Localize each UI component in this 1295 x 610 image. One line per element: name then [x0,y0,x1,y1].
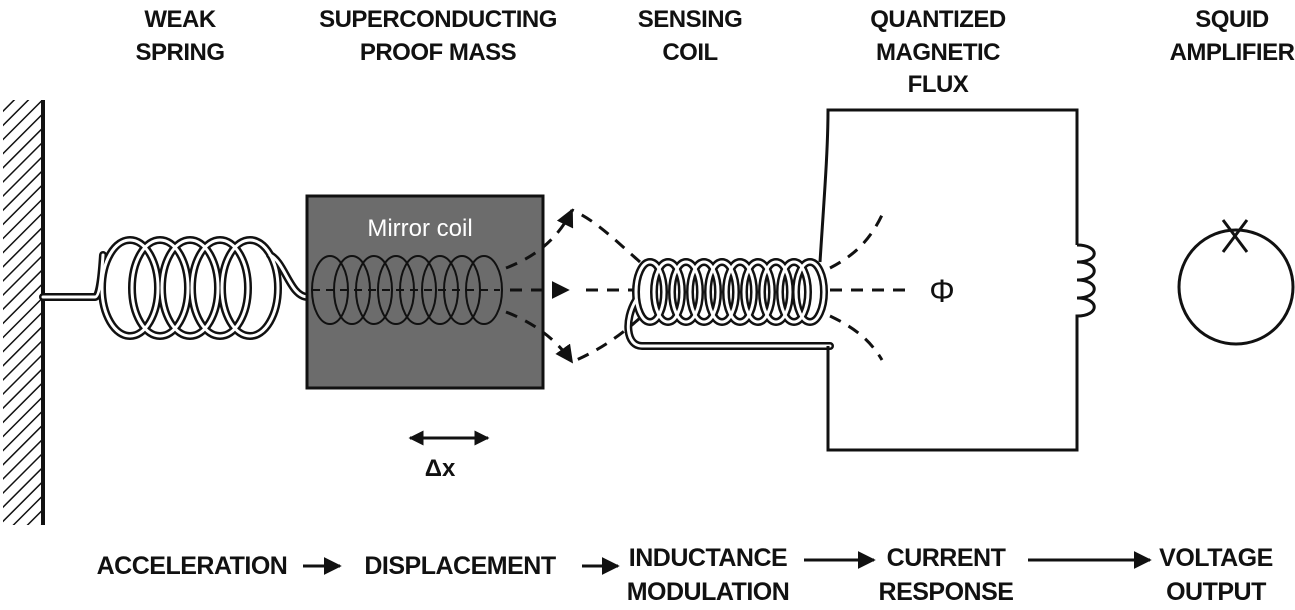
sensing-coil [624,258,834,350]
proof-mass-block [305,194,545,390]
squid-amplifier [1177,219,1295,346]
header-quantized-flux: QUANTIZED MAGNETIC FLUX [870,6,1006,98]
magnetic-field-lines [505,208,641,364]
josephson-junction-stroke-2 [1221,219,1249,253]
header-proof-mass-line-2: PROOF MASS [360,39,517,66]
header-proof-mass-line-1: SUPERCONDUCTING [319,6,557,33]
header-squid-amplifier-line-1: SQUID [1195,6,1269,33]
flow-current-line-1: CURRENT [887,544,1006,572]
header-proof-mass: SUPERCONDUCTING PROOF MASS [319,6,557,66]
flow-inductance-line-2: MODULATION [627,578,790,606]
mirror-coil-label: Mirror coil [367,215,472,242]
header-squid-amplifier: SQUID AMPLIFIER [1170,6,1295,66]
displacement-symbol: Δx [425,455,456,482]
displacement-indicator: Δx [408,430,490,482]
header-weak-spring-line-2: SPRING [135,39,224,66]
header-sensing-coil-line-1: SENSING [638,6,743,33]
header-quantized-flux-line-2: MAGNETIC [876,39,1000,66]
header-quantized-flux-line-3: FLUX [908,71,969,98]
header-squid-amplifier-line-2: AMPLIFIER [1170,39,1295,66]
header-weak-spring-line-1: WEAK [144,6,216,33]
header-quantized-flux-line-1: QUANTIZED [870,6,1006,33]
weak-spring [39,236,312,340]
header-sensing-coil-line-2: COIL [662,39,717,66]
flow-current-line-2: RESPONSE [879,578,1014,606]
flux-loop-inductor [1075,243,1096,322]
squid-loop [1177,228,1295,346]
header-sensing-coil: SENSING COIL [638,6,743,66]
flow-displacement: DISPLACEMENT [364,552,555,580]
flow-voltage-line-1: VOLTAGE [1159,544,1273,572]
flux-field-line-lower [829,314,884,361]
header-weak-spring: WEAK SPRING [135,6,225,66]
flux-loop-circuit: Φ [818,108,1096,452]
fixed-wall [3,100,45,525]
flow-voltage-line-2: OUTPUT [1166,578,1266,606]
wall-hatching [3,100,43,525]
signal-flow-chain: ACCELERATION DISPLACEMENT INDUCTANCE MOD… [97,544,1274,606]
flow-acceleration: ACCELERATION [97,552,288,580]
proof-mass: Mirror coil [305,194,545,390]
mirror-coil [311,255,503,325]
flux-symbol: Φ [929,273,955,309]
flux-field-line-upper [829,214,884,270]
flow-inductance-line-1: INDUCTANCE [629,544,787,572]
